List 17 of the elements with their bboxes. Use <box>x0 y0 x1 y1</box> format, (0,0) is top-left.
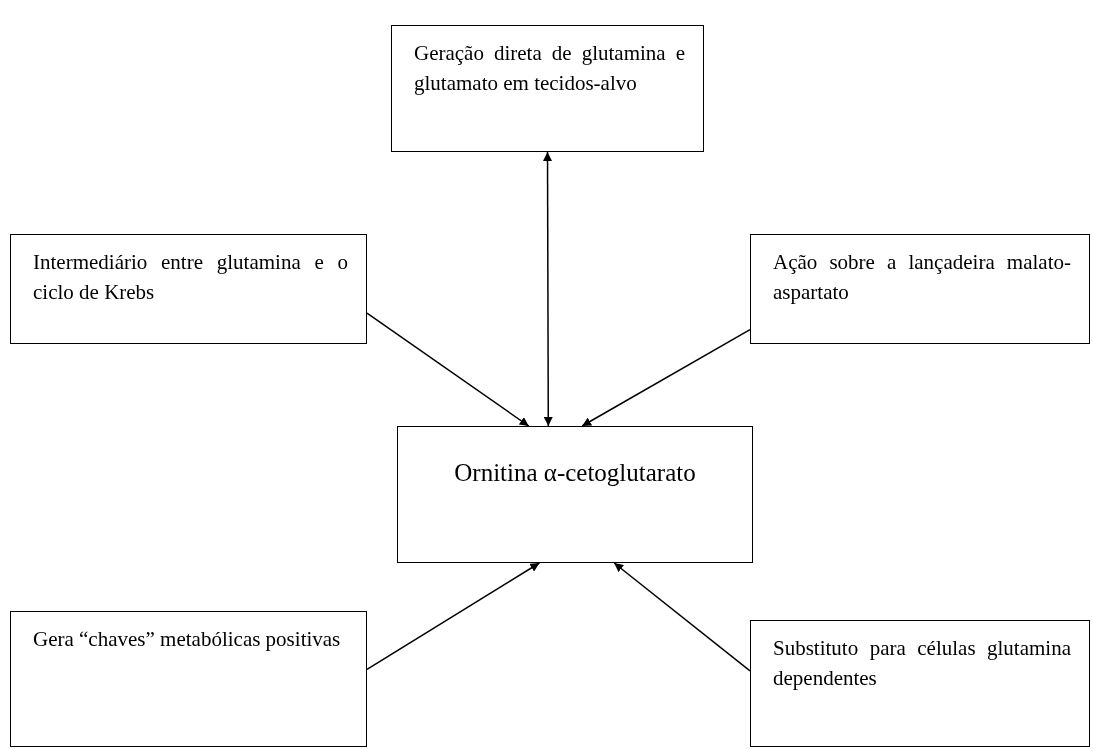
box-text: Substituto para células glutamina dependentes <box>773 635 1071 693</box>
box-text: Ornitina α-cetoglutarato <box>453 458 697 488</box>
arrow <box>366 562 541 671</box>
box-text: Ação sobre a lançadeira malato-aspartato <box>773 249 1071 307</box>
box-text: Gera “chaves” metabólicas positivas <box>33 626 342 653</box>
process-box <box>10 611 367 747</box>
process-box <box>10 234 367 344</box>
arrow <box>366 312 530 427</box>
arrow <box>543 151 553 427</box>
arrow <box>613 562 751 672</box>
arrow <box>581 328 751 427</box>
process-box <box>391 25 704 152</box>
box-text: Intermediário entre glutamina e o ciclo de Krebs <box>33 249 348 307</box>
process-box <box>750 620 1090 747</box>
box-text: Geração direta de glutamina e glutamato em tecidos-alvo <box>414 40 685 98</box>
process-box <box>397 426 753 563</box>
process-box <box>750 234 1090 344</box>
